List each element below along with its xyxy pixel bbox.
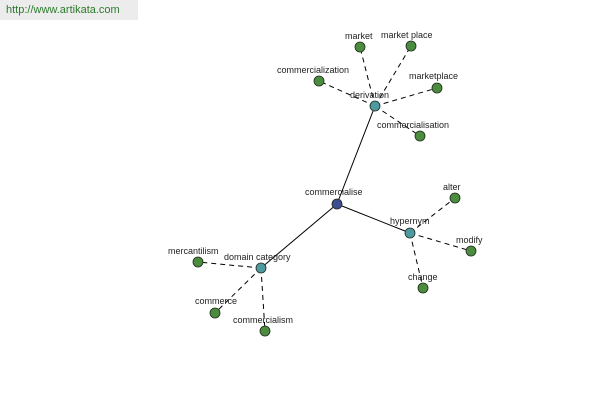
leaf-node-commercialism[interactable] [259, 325, 271, 337]
site-url-link[interactable]: http://www.artikata.com [6, 4, 120, 16]
leaf-node-change[interactable] [417, 282, 429, 294]
site-url-banner[interactable]: http://www.artikata.com [0, 0, 138, 20]
leaf-node-marketplace[interactable] [431, 82, 443, 94]
graph-edges [197, 45, 472, 332]
leaf-label-market-place[interactable]: market place [381, 30, 433, 40]
leaf-label-market[interactable]: market [345, 31, 373, 41]
relation-node-domain-category[interactable] [255, 262, 267, 274]
leaf-label-commerce[interactable]: commerce [195, 296, 237, 306]
edge-derivation-marketplace [374, 87, 438, 107]
leaf-node-commerce[interactable] [209, 307, 221, 319]
leaf-label-change[interactable]: change [408, 272, 438, 282]
edge-domain-category-mercantilism [197, 261, 262, 269]
edge-commercialise-domain-category [260, 203, 338, 269]
relation-node-hypernym[interactable] [404, 227, 416, 239]
edge-commercialise-hypernym [336, 203, 411, 234]
leaf-label-commercialism[interactable]: commercialism [233, 315, 293, 325]
edge-hypernym-change [409, 232, 424, 289]
leaf-label-mercantilism[interactable]: mercantilism [168, 246, 219, 256]
leaf-label-commercialisation[interactable]: commercialisation [377, 120, 449, 130]
relation-label-hypernym[interactable]: hypernym [390, 216, 430, 226]
edge-domain-category-commerce [214, 267, 262, 314]
leaf-node-alter[interactable] [449, 192, 461, 204]
leaf-node-commercialisation[interactable] [414, 130, 426, 142]
edge-domain-category-commercialism [260, 267, 266, 332]
relation-label-derivation[interactable]: derivation [350, 90, 389, 100]
leaf-node-mercantilism[interactable] [192, 256, 204, 268]
edge-commercialise-derivation [336, 105, 376, 205]
leaf-label-modify[interactable]: modify [456, 235, 483, 245]
edge-hypernym-modify [409, 232, 472, 252]
leaf-label-marketplace[interactable]: marketplace [409, 71, 458, 81]
leaf-node-commercialization[interactable] [313, 75, 325, 87]
edge-derivation-commercialization [318, 80, 376, 107]
graph-nodes [192, 40, 477, 337]
edge-derivation-market-place [374, 45, 412, 107]
leaf-node-modify[interactable] [465, 245, 477, 257]
root-label-commercialise[interactable]: commercialise [305, 187, 363, 197]
relation-node-derivation[interactable] [369, 100, 381, 112]
relation-label-domain-category[interactable]: domain category [224, 252, 291, 262]
leaf-label-alter[interactable]: alter [443, 182, 461, 192]
leaf-node-market[interactable] [354, 41, 366, 53]
leaf-node-market-place[interactable] [405, 40, 417, 52]
edge-hypernym-alter [409, 197, 456, 234]
leaf-label-commercialization[interactable]: commercialization [277, 65, 349, 75]
graph-labels: market market place commercialization marke… [168, 30, 483, 325]
root-node-commercialise[interactable] [331, 198, 343, 210]
edge-derivation-commercialisation [374, 105, 421, 137]
edge-derivation-market [359, 46, 376, 107]
